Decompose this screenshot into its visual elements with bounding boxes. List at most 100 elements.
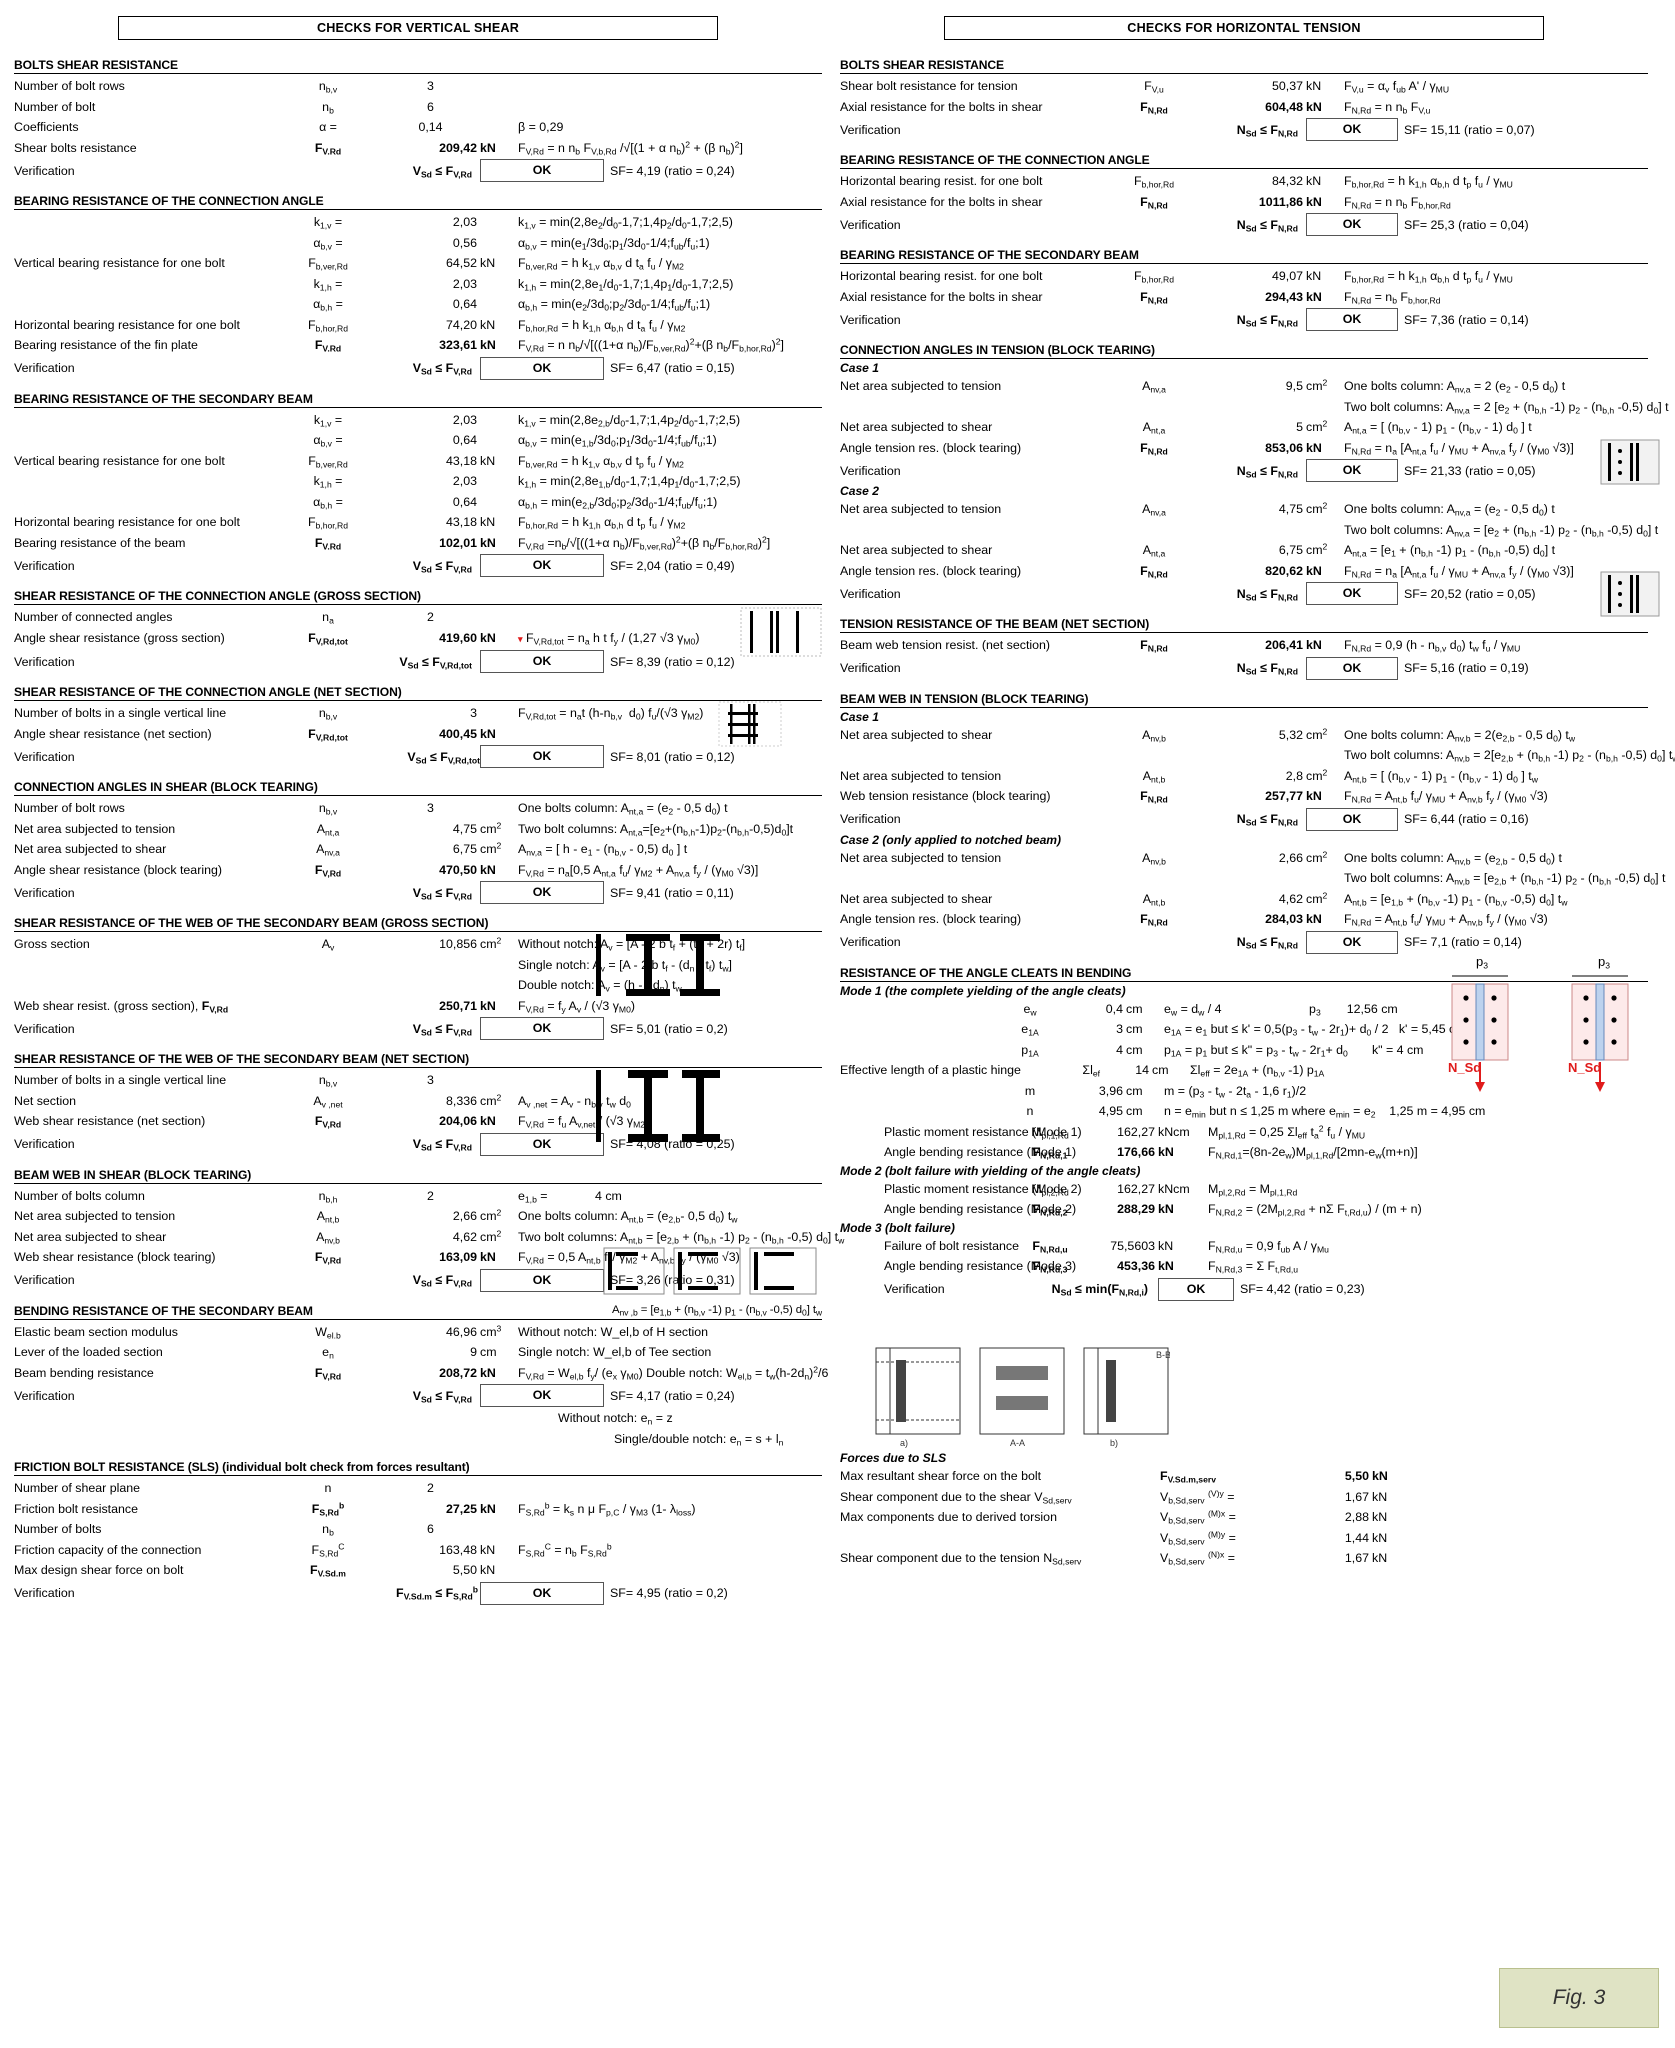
row-net-area-shear-c2: Net area subjected to shear Ant,a 6,75 c… — [840, 540, 1648, 561]
row-label: Bearing resistance of the fin plate — [14, 338, 198, 352]
row-symbol: Wel.b — [315, 1324, 341, 1340]
row-net-area-shear-c2: Net area subjected to shear Ant,b 4,62 c… — [840, 889, 1648, 910]
row-angle-bending-mode3: Angle bending resistance (Mode 3) FN,Rd,… — [840, 1256, 1648, 1277]
row-formula: One bolts column: Ant,b = (e2,b- 0,5 d0)… — [518, 1209, 738, 1225]
p3-unit: cm — [1381, 1001, 1398, 1016]
row-symbol: FN,Rd,3 — [1032, 1259, 1068, 1275]
row-value: 323,61 — [439, 338, 477, 352]
row-alpha-bv: αb,v = 0,56 αb,v = min(e1/3d0;p1/3d0-1/4… — [14, 233, 822, 254]
row-formula: FV,u = αv fub A' / γMU — [1344, 79, 1450, 95]
row-label: Axial resistance for the bolts in shear — [840, 194, 1043, 209]
row-value: 5,50 — [452, 1563, 477, 1577]
row-formula: Two bolt columns: Anv,b = 2[e2,b + (nb,h… — [1344, 748, 1675, 764]
left-banner-title: CHECKS FOR VERTICAL SHEAR — [118, 16, 718, 40]
row-formula: Fb,hor,Rd = h k1,h αb,h d ta fu / γM2 — [518, 317, 686, 333]
row-formula: FN,Rd,u = 0,9 fub A / γMu — [1208, 1238, 1329, 1254]
case-1-subtitle: Case 1 — [840, 709, 879, 724]
row-horizontal-bearing: Horizontal bearing resistance for one bo… — [14, 315, 822, 336]
row-value: 4,62 — [452, 1229, 477, 1244]
row-unit: cm — [1152, 1063, 1169, 1077]
row-unit: kN — [1306, 99, 1322, 114]
verification-status-badge: OK — [480, 554, 604, 577]
row-label: Angle tension res. (block tearing) — [840, 440, 1022, 455]
verification-status-badge: OK — [1306, 118, 1398, 141]
row-symbol: FV,Rd — [314, 1114, 342, 1130]
row-net-area-tension: Net area subjected to tension Ant,b 2,66… — [14, 1206, 822, 1227]
section-connection-angles-shear-block-tearing: CONNECTION ANGLES IN SHEAR (BLOCK TEARIN… — [14, 780, 822, 905]
safety-factor: SF= 3,26 (ratio = 0,31) — [610, 1273, 735, 1287]
safety-factor: SF= 4,19 (ratio = 0,24) — [610, 163, 735, 178]
row-formula: FS,RdC = nb FS,Rdb — [518, 1541, 612, 1558]
row-unit: cm — [1126, 1104, 1143, 1118]
row-formula: Ant,b = [e1,b + (nb,v -1) p1 - (nb,v -0,… — [1344, 891, 1568, 907]
row-label: Net area subjected to shear — [840, 891, 993, 906]
row-unit: kN — [1306, 194, 1322, 209]
row-value: 2,88 — [1344, 1510, 1369, 1524]
row-verification: Verification VSd ≤ FV,Rd OK SF= 9,41 (ra… — [14, 880, 822, 905]
verification-status-badge: OK — [1306, 930, 1398, 954]
row-symbol: Av — [321, 937, 335, 953]
row-formula: FN,Rd = Ant,b fu/ γMU + Anv,b fy / (γM0 … — [1344, 789, 1548, 805]
row-formula: Two bolt columns: Anv,a = [e2 + (nb,h -1… — [1344, 522, 1659, 538]
row-e1a: e1A 3 cm e1A = e1 but ≤ k' = 0,5(p3 - tw… — [840, 1019, 1648, 1040]
row-value: 820,62 — [1265, 563, 1303, 578]
row-symbol: Av ,net — [313, 1093, 343, 1109]
block-tearing-diagram-1 — [1600, 439, 1660, 485]
row-value: 453,36 — [1117, 1259, 1155, 1273]
row-value: 2,8 — [1285, 768, 1303, 783]
row-symbol: FN,Rd — [1140, 912, 1168, 928]
row-formula: Anv,a = [ h - e1 - (nb,v - 0,5) d0 ] t — [518, 842, 688, 858]
row-label: Net area subjected to tension — [840, 379, 1002, 393]
k-prime-value: k' = 5,45 cm — [1398, 1022, 1466, 1036]
row-symbol: VSd ≤ FV,Rd — [412, 1137, 472, 1153]
row-unit: kN — [1372, 1530, 1388, 1545]
row-net-area-tension: Net area subjected to tension Anv,a 9,5 … — [840, 376, 1648, 397]
svg-text:B-B: B-B — [1156, 1350, 1170, 1360]
row-value: 604,48 — [1265, 99, 1303, 114]
row-label: Net area subjected to shear — [840, 543, 993, 557]
row-plastic-moment-mode1: Plastic moment resistance (Mode 1) Mpl,1… — [840, 1122, 1648, 1143]
row-value: 5,50 — [1344, 1469, 1369, 1483]
section-title: BEAM WEB IN TENSION (BLOCK TEARING) — [840, 692, 1648, 708]
row-value: 1,67 — [1344, 1551, 1369, 1565]
section-title: RESISTANCE OF THE ANGLE CLEATS IN BENDIN… — [840, 966, 1648, 982]
section-forces-due-to-sls: Forces due to SLS Max resultant shear fo… — [840, 1450, 1648, 1569]
row-symbol: nb — [322, 99, 334, 115]
row-formula: FN,Rd,1=(8n-2ew)Mpl,1,Rd/[2mn-ew(m+n)] — [1208, 1145, 1418, 1161]
row-symbol: NSd ≤ min(FN,Rd,i) — [1051, 1282, 1148, 1298]
row-formula: One bolts column: Anv,a = (e2 - 0,5 d0) … — [1344, 502, 1555, 518]
row-symbol: Fb,ver,Rd — [308, 256, 348, 272]
row-symbol: Anv,a — [1142, 502, 1166, 518]
row-value: 4,75 — [452, 821, 477, 836]
row-symbol: Anv,a — [1142, 379, 1166, 395]
row-value: 1011,86 — [1258, 194, 1303, 209]
nsd-label-left: N_Sd — [1448, 1059, 1482, 1075]
row-label: Effective length of a plastic hinge — [840, 1063, 1021, 1077]
row-formula: k1,v = min(2,8e2/d0-1,7;1,4p2/d0-1,7;2,5… — [518, 215, 733, 231]
row-value: 400,45 — [439, 726, 477, 741]
row-value: 4,95 — [1098, 1104, 1123, 1118]
row-formula: Ant,a = [ (nb,v - 1) p1 - (nb,v - 1) d0 … — [1344, 420, 1532, 436]
row-value: 0,64 — [452, 297, 477, 311]
row-verification: Verification VSd ≤ FV,Rd OK SF= 5,01 (ra… — [14, 1016, 822, 1041]
row-symbol: FN,Rd,u — [1032, 1238, 1068, 1254]
verification-status-badge: OK — [480, 1384, 604, 1407]
row-value: 10,856 — [439, 937, 477, 951]
row-formula: FV,Rd = na[0,5 Ant,a fu/ γM2 + Anv,a fy … — [518, 862, 759, 878]
row-two-bolt-columns-note: Two bolt columns: Anv,a = 2 [e2 + (nb,h … — [840, 397, 1669, 418]
verification-status-badge: OK — [1306, 213, 1398, 236]
row-formula: ▾ FV,Rd,tot = na h t fy / (1,27 √3 γM0) — [518, 630, 700, 646]
row-symbol: n — [324, 1481, 332, 1495]
row-two-bolt-columns-note: Two bolt columns: Anv,b = 2[e2,b + (nb,h… — [840, 745, 1675, 766]
row-symbol: VSd ≤ FV,Rd,tot — [407, 749, 480, 765]
right-column: CHECKS FOR HORIZONTAL TENSION BOLTS SHEA… — [840, 10, 1675, 1617]
row-symbol: Mpl,2,Rd — [1031, 1181, 1069, 1197]
row-value: 2,03 — [452, 474, 477, 488]
row-formula: k1,h = min(2,8e1/d0-1,7;1,4p1/d0-1,7;2,5… — [518, 276, 734, 292]
k-double-prime-value: k" = 4 cm — [1371, 1042, 1424, 1057]
row-value: 176,66 — [1117, 1145, 1155, 1159]
row-value: 102,01 — [439, 535, 477, 550]
row-formula: αb,h = min(e2/3d0;p2/3d0-1/4;fub/fu;1) — [518, 297, 711, 313]
row-value: 6,75 — [452, 842, 477, 856]
angle-detail-diagram — [740, 607, 822, 657]
